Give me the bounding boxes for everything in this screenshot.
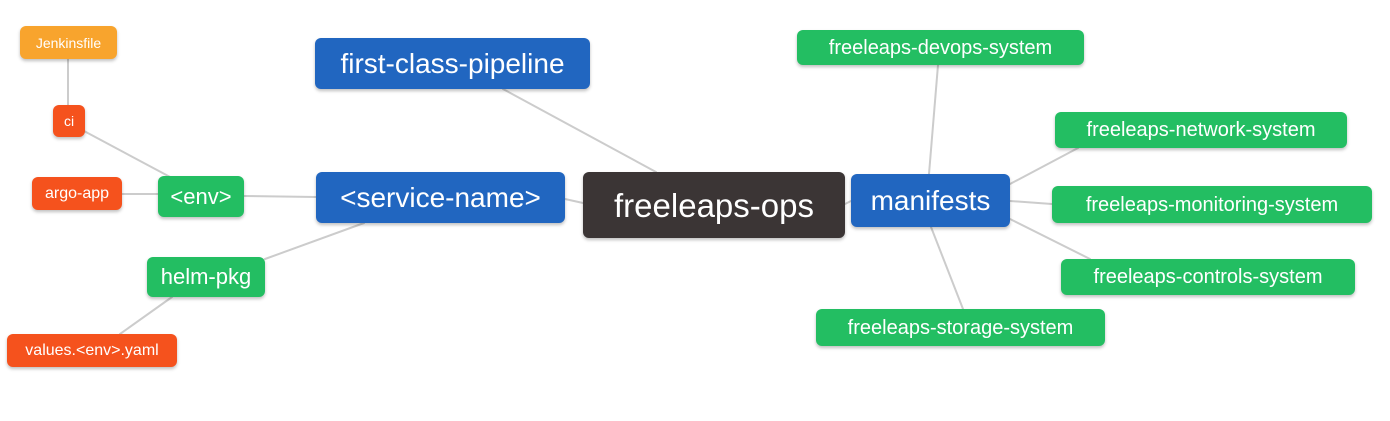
edge-env-to-service-name (243, 195, 317, 198)
edge-first-class-pipeline-to-freeleaps-ops (502, 88, 657, 173)
edge-service-name-to-freeleaps-ops (564, 198, 584, 204)
node-freeleaps-ops[interactable]: freeleaps-ops (583, 172, 845, 238)
edge-manifests-to-freeleaps-network-system (1009, 147, 1079, 185)
node-helm-pkg[interactable]: helm-pkg (147, 257, 265, 297)
edge-manifests-to-freeleaps-monitoring-system (1009, 200, 1053, 205)
edge-helm-pkg-to-values-env-yaml (119, 296, 173, 335)
node-freeleaps-devops-system[interactable]: freeleaps-devops-system (797, 30, 1084, 65)
node-env[interactable]: <env> (158, 176, 244, 217)
node-freeleaps-storage-system[interactable]: freeleaps-storage-system (816, 309, 1105, 346)
edge-manifests-to-freeleaps-storage-system (930, 226, 964, 310)
node-values-env-yaml[interactable]: values.<env>.yaml (7, 334, 177, 367)
node-freeleaps-monitoring-system[interactable]: freeleaps-monitoring-system (1052, 186, 1372, 223)
node-freeleaps-network-system[interactable]: freeleaps-network-system (1055, 112, 1347, 148)
node-service-name[interactable]: <service-name> (316, 172, 565, 223)
node-argo-app[interactable]: argo-app (32, 177, 122, 210)
edge-helm-pkg-to-service-name (264, 222, 365, 260)
node-first-class-pipeline[interactable]: first-class-pipeline (315, 38, 590, 89)
edge-manifests-to-freeleaps-controls-system (1009, 218, 1091, 260)
node-freeleaps-controls-system[interactable]: freeleaps-controls-system (1061, 259, 1355, 295)
node-manifests[interactable]: manifests (851, 174, 1010, 227)
edge-ci-to-env (83, 130, 173, 179)
node-jenkinsfile[interactable]: Jenkinsfile (20, 26, 117, 59)
edge-manifests-to-freeleaps-devops-system (928, 64, 939, 175)
node-ci[interactable]: ci (53, 105, 85, 137)
